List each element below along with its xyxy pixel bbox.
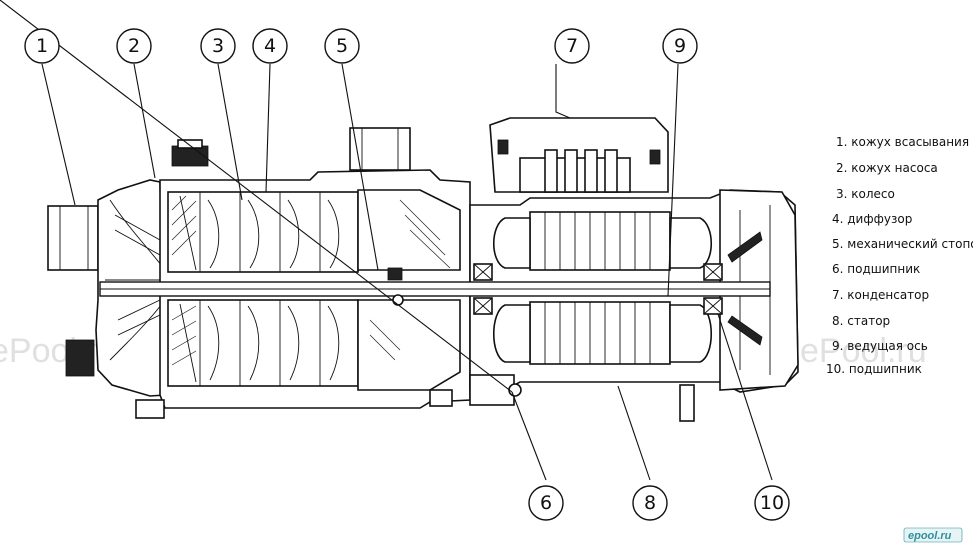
callout-6: 6	[528, 485, 564, 521]
callout-1: 1	[24, 28, 60, 64]
legend-item: 3. колесо	[836, 187, 895, 201]
callouts: 1 2 3 4 5 7 9 6	[24, 28, 790, 521]
suction-inlet	[47, 205, 99, 271]
callout-label: 6	[540, 492, 552, 514]
impeller-stages	[167, 191, 359, 387]
callout-2: 2	[116, 28, 152, 64]
site-badge: epool.ru	[903, 527, 963, 543]
legend-item: 10. подшипник	[826, 362, 922, 376]
callout-label: 10	[760, 492, 784, 514]
legend: 1. кожух всасывания 2. кожух насоса 3. к…	[826, 135, 973, 376]
legend-item: 9. ведущая ось	[832, 339, 928, 353]
callout-label: 8	[644, 492, 656, 514]
legend-item: 7. конденсатор	[832, 288, 929, 302]
motor-foot	[679, 384, 695, 422]
callout-label: 3	[212, 35, 224, 57]
legend-item: 4. диффузор	[832, 212, 912, 226]
callout-label: 4	[264, 35, 276, 57]
seal-housing	[357, 189, 461, 271]
legend-item: 5. механический стопор	[832, 237, 973, 251]
callout-label: 2	[128, 35, 140, 57]
callout-3: 3	[200, 28, 236, 64]
callout-label: 5	[336, 35, 348, 57]
callout-9: 9	[662, 28, 698, 64]
stator	[493, 211, 712, 365]
callout-5: 5	[324, 28, 360, 64]
callout-10: 10	[754, 485, 790, 521]
callout-8: 8	[632, 485, 668, 521]
legend-item: 8. статор	[832, 314, 890, 328]
callout-label: 7	[566, 35, 578, 57]
drain-plug	[65, 339, 95, 377]
mechanical-seal	[387, 267, 403, 281]
leader-lines	[0, 0, 773, 481]
pump-drawing	[47, 117, 799, 422]
legend-item: 1. кожух всасывания	[836, 135, 969, 149]
casing-foot	[135, 399, 165, 419]
priming-plug	[171, 145, 209, 167]
watermark-text: ePool.ru	[800, 332, 927, 370]
badge-text: epool.ru	[908, 530, 952, 542]
callout-7: 7	[554, 28, 590, 64]
discharge-port	[349, 127, 411, 171]
legend-item: 6. подшипник	[832, 262, 920, 276]
legend-item: 2. кожух насоса	[836, 161, 938, 175]
callout-label: 1	[36, 35, 48, 57]
callout-4: 4	[252, 28, 288, 64]
callout-label: 9	[674, 35, 686, 57]
